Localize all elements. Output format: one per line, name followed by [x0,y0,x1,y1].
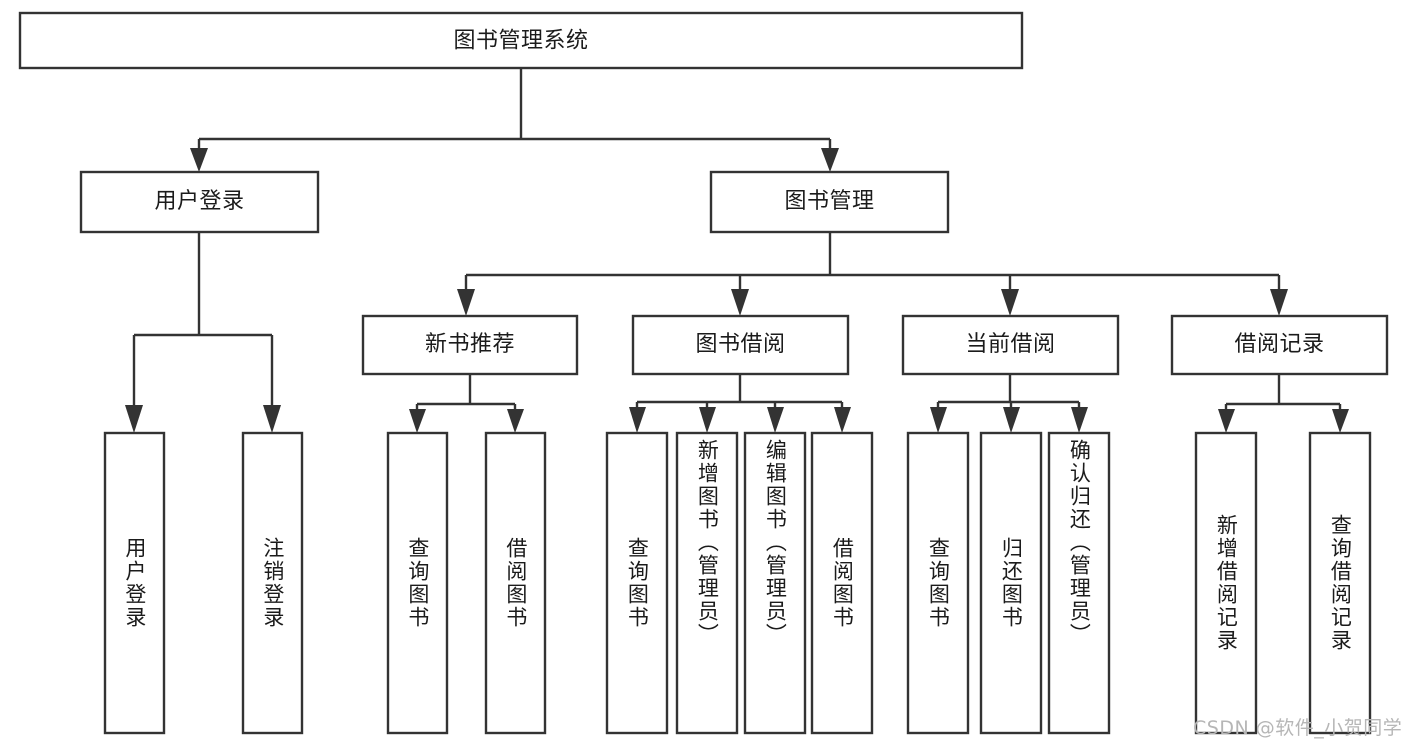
arrow-head-leaf-user-logout [263,405,281,433]
node-book-manage-label: 图书管理 [784,189,874,214]
arrow-head-leaf-return-book [1003,407,1020,433]
arrow-head-leaf-borrow-book-2 [834,407,851,433]
arrow-head-leaf-add-book-admin [699,407,716,433]
connector-group-book-manage-children [457,232,1288,316]
arrow-head-leaf-confirm-return [1071,407,1088,433]
leaf-box-user-logout[interactable] [241,431,304,735]
node-current-borrow[interactable]: 当前借阅 [901,314,1120,376]
node-user-login-rect[interactable] [79,170,320,234]
node-user-login-label: 用户登录 [154,189,244,214]
leaf-box-borrow-book-2[interactable] [810,431,874,735]
node-root-rect[interactable] [18,11,1024,70]
node-book-borrow-rect[interactable] [631,314,850,376]
node-root-label: 图书管理系统 [453,29,588,54]
node-user-login[interactable]: 用户登录 [79,170,320,234]
node-new-book-recommend-label: 新书推荐 [425,332,515,357]
leaf-box-query-book-1[interactable] [386,431,449,735]
connector-group-book-borrow-children [629,374,851,433]
node-book-manage-rect[interactable] [709,170,950,234]
node-book-borrow-label: 图书借阅 [695,332,785,357]
arrow-head-new-book-recommend [457,289,475,316]
node-borrow-record-label: 借阅记录 [1234,332,1324,357]
arrow-head-book-borrow [731,289,749,316]
arrow-head-leaf-query-borrow-record [1332,409,1349,433]
leaf-boxes-group [103,431,1372,735]
leaf-box-add-borrow-record[interactable] [1194,431,1258,735]
node-new-book-recommend-rect[interactable] [361,314,579,376]
connector-group-new-book-recommend-children [409,374,524,433]
arrow-head-leaf-edit-book-admin [767,407,784,433]
arrow-head-leaf-query-book-3 [930,407,947,433]
leaf-box-edit-book-admin[interactable] [743,431,807,735]
leaf-box-query-book-3[interactable] [906,431,970,735]
connector-group-borrow-record-children [1218,374,1349,433]
node-new-book-recommend[interactable]: 新书推荐 [361,314,579,376]
node-root[interactable]: 图书管理系统 [18,11,1024,70]
leaf-box-query-borrow-record[interactable] [1308,431,1372,735]
arrow-head-book-manage [821,148,839,172]
arrow-head-leaf-user-login [125,405,143,433]
arrow-head-leaf-query-book-2 [629,407,646,433]
leaf-box-query-book-2[interactable] [605,431,669,735]
leaf-box-user-login[interactable] [103,431,166,735]
leaf-box-confirm-return[interactable] [1047,431,1111,735]
leaf-box-add-book-admin[interactable] [675,431,739,735]
node-book-borrow[interactable]: 图书借阅 [631,314,850,376]
node-current-borrow-label: 当前借阅 [965,332,1055,357]
arrow-head-borrow-record [1270,289,1288,316]
arrow-head-current-borrow [1001,289,1019,316]
connector-group-root-to-level2 [190,68,839,172]
arrow-head-leaf-borrow-book-1 [507,409,524,433]
node-borrow-record-rect[interactable] [1170,314,1389,376]
arrow-head-user-login [190,148,208,172]
connector-group-user-login-children [125,232,281,433]
arrow-head-leaf-add-borrow-record [1218,409,1235,433]
node-book-manage[interactable]: 图书管理 [709,170,950,234]
node-current-borrow-rect[interactable] [901,314,1120,376]
node-borrow-record[interactable]: 借阅记录 [1170,314,1389,376]
leaf-box-borrow-book-1[interactable] [484,431,547,735]
leaf-box-return-book[interactable] [979,431,1043,735]
connector-group-current-borrow-children [930,374,1088,433]
arrow-head-leaf-query-book-1 [409,409,426,433]
